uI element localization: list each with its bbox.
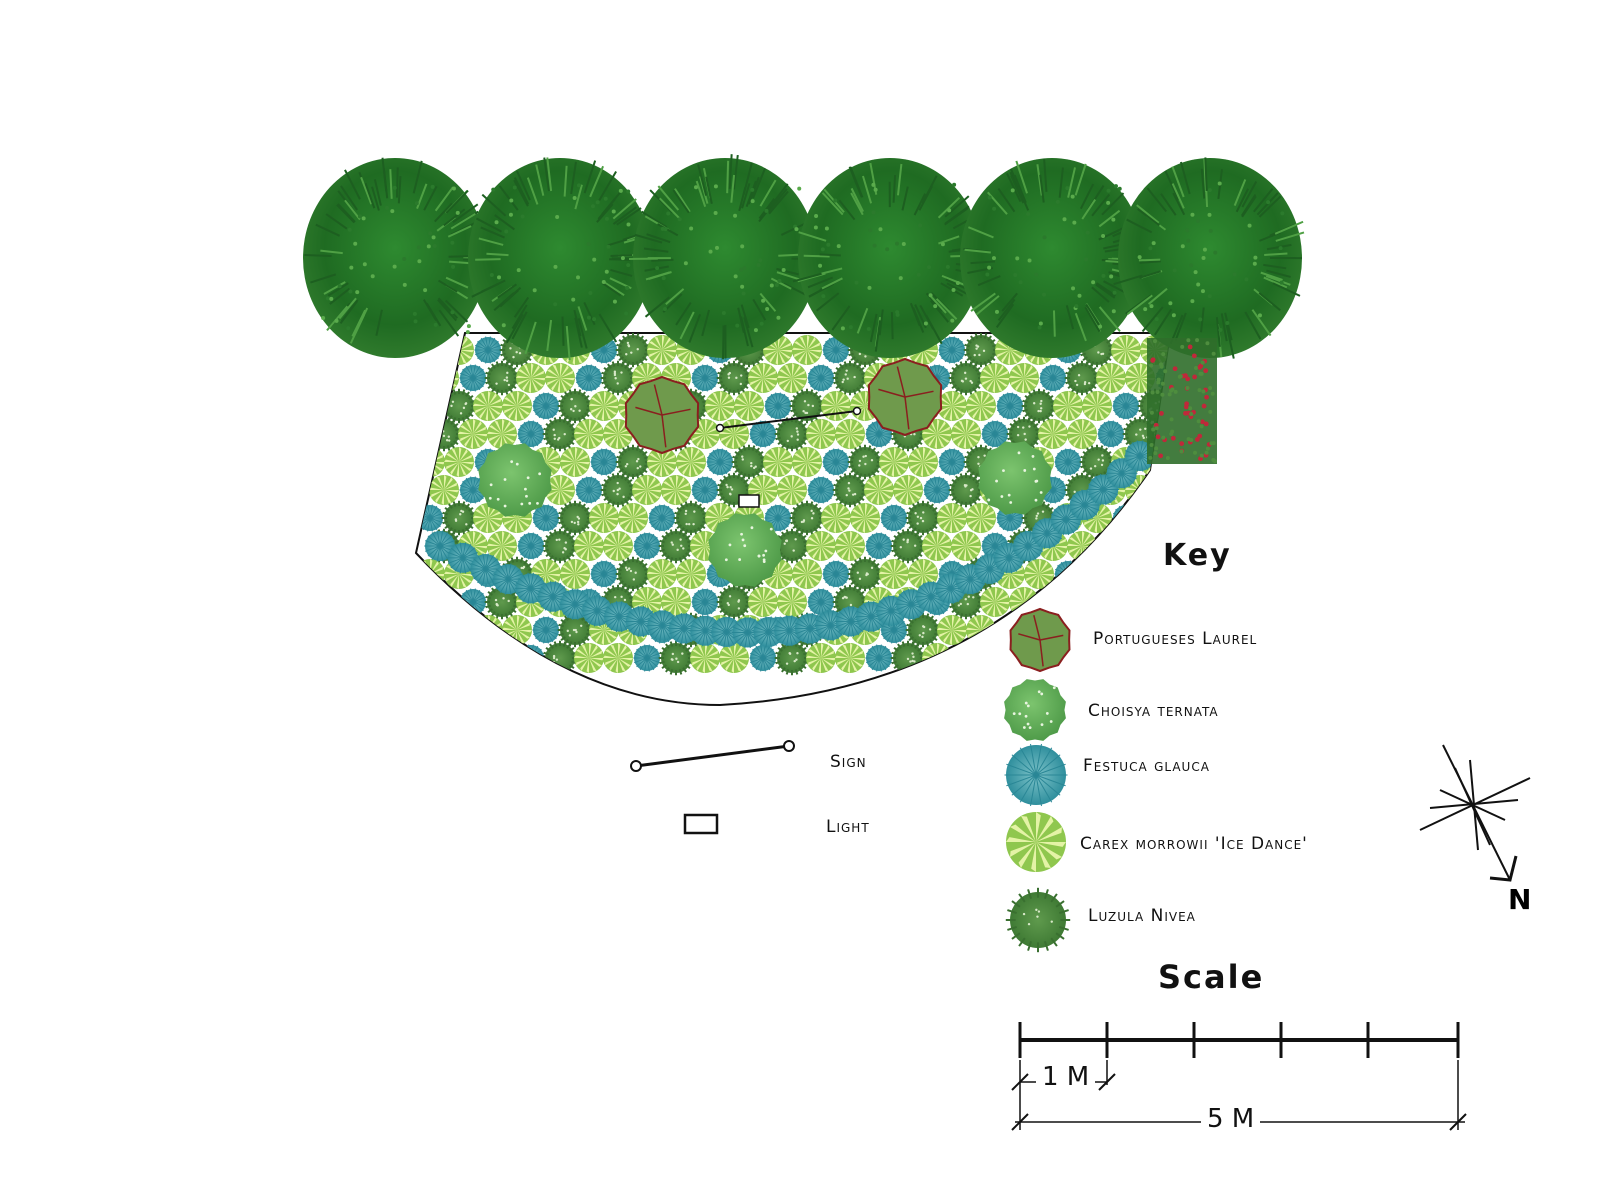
key-label-carex: Carex morrowii 'Ice Dance' [1080, 834, 1308, 854]
sign-symbol [630, 740, 795, 772]
light-in-bed [738, 494, 760, 508]
laurel-icon [1009, 607, 1071, 673]
festuca-icon [1004, 743, 1068, 807]
key-title: Key [1163, 538, 1232, 573]
luzula-icon [1005, 887, 1071, 953]
hedge-shrub [303, 157, 493, 358]
carex-icon [1006, 812, 1066, 872]
key-label-luzula: Luzula Nivea [1088, 906, 1196, 926]
north-arrow [1419, 744, 1531, 882]
hedge-shrub [1113, 157, 1305, 359]
hedge-shrub [468, 157, 656, 361]
light-symbol [683, 813, 719, 835]
scale-title: Scale [1158, 958, 1265, 996]
sign-label: Sign [830, 752, 867, 772]
key-label-laurel: Portugueses Laurel [1093, 629, 1258, 649]
choisya-icon [1004, 679, 1066, 741]
key-label-choisya: Choisya ternata [1088, 701, 1219, 721]
scale-unit-label: 1 M [1036, 1062, 1096, 1092]
scale-total-label: 5 M [1201, 1104, 1261, 1134]
hedge-shrub [792, 158, 985, 358]
hedge-row [303, 154, 1305, 361]
sign-in-bed [715, 406, 862, 433]
hedge-shrub [628, 154, 821, 360]
climber-strip [1147, 338, 1217, 464]
key-label-festuca: Festuca glauca [1083, 756, 1210, 776]
north-label: N [1508, 883, 1532, 916]
light-label: Light [826, 817, 870, 837]
